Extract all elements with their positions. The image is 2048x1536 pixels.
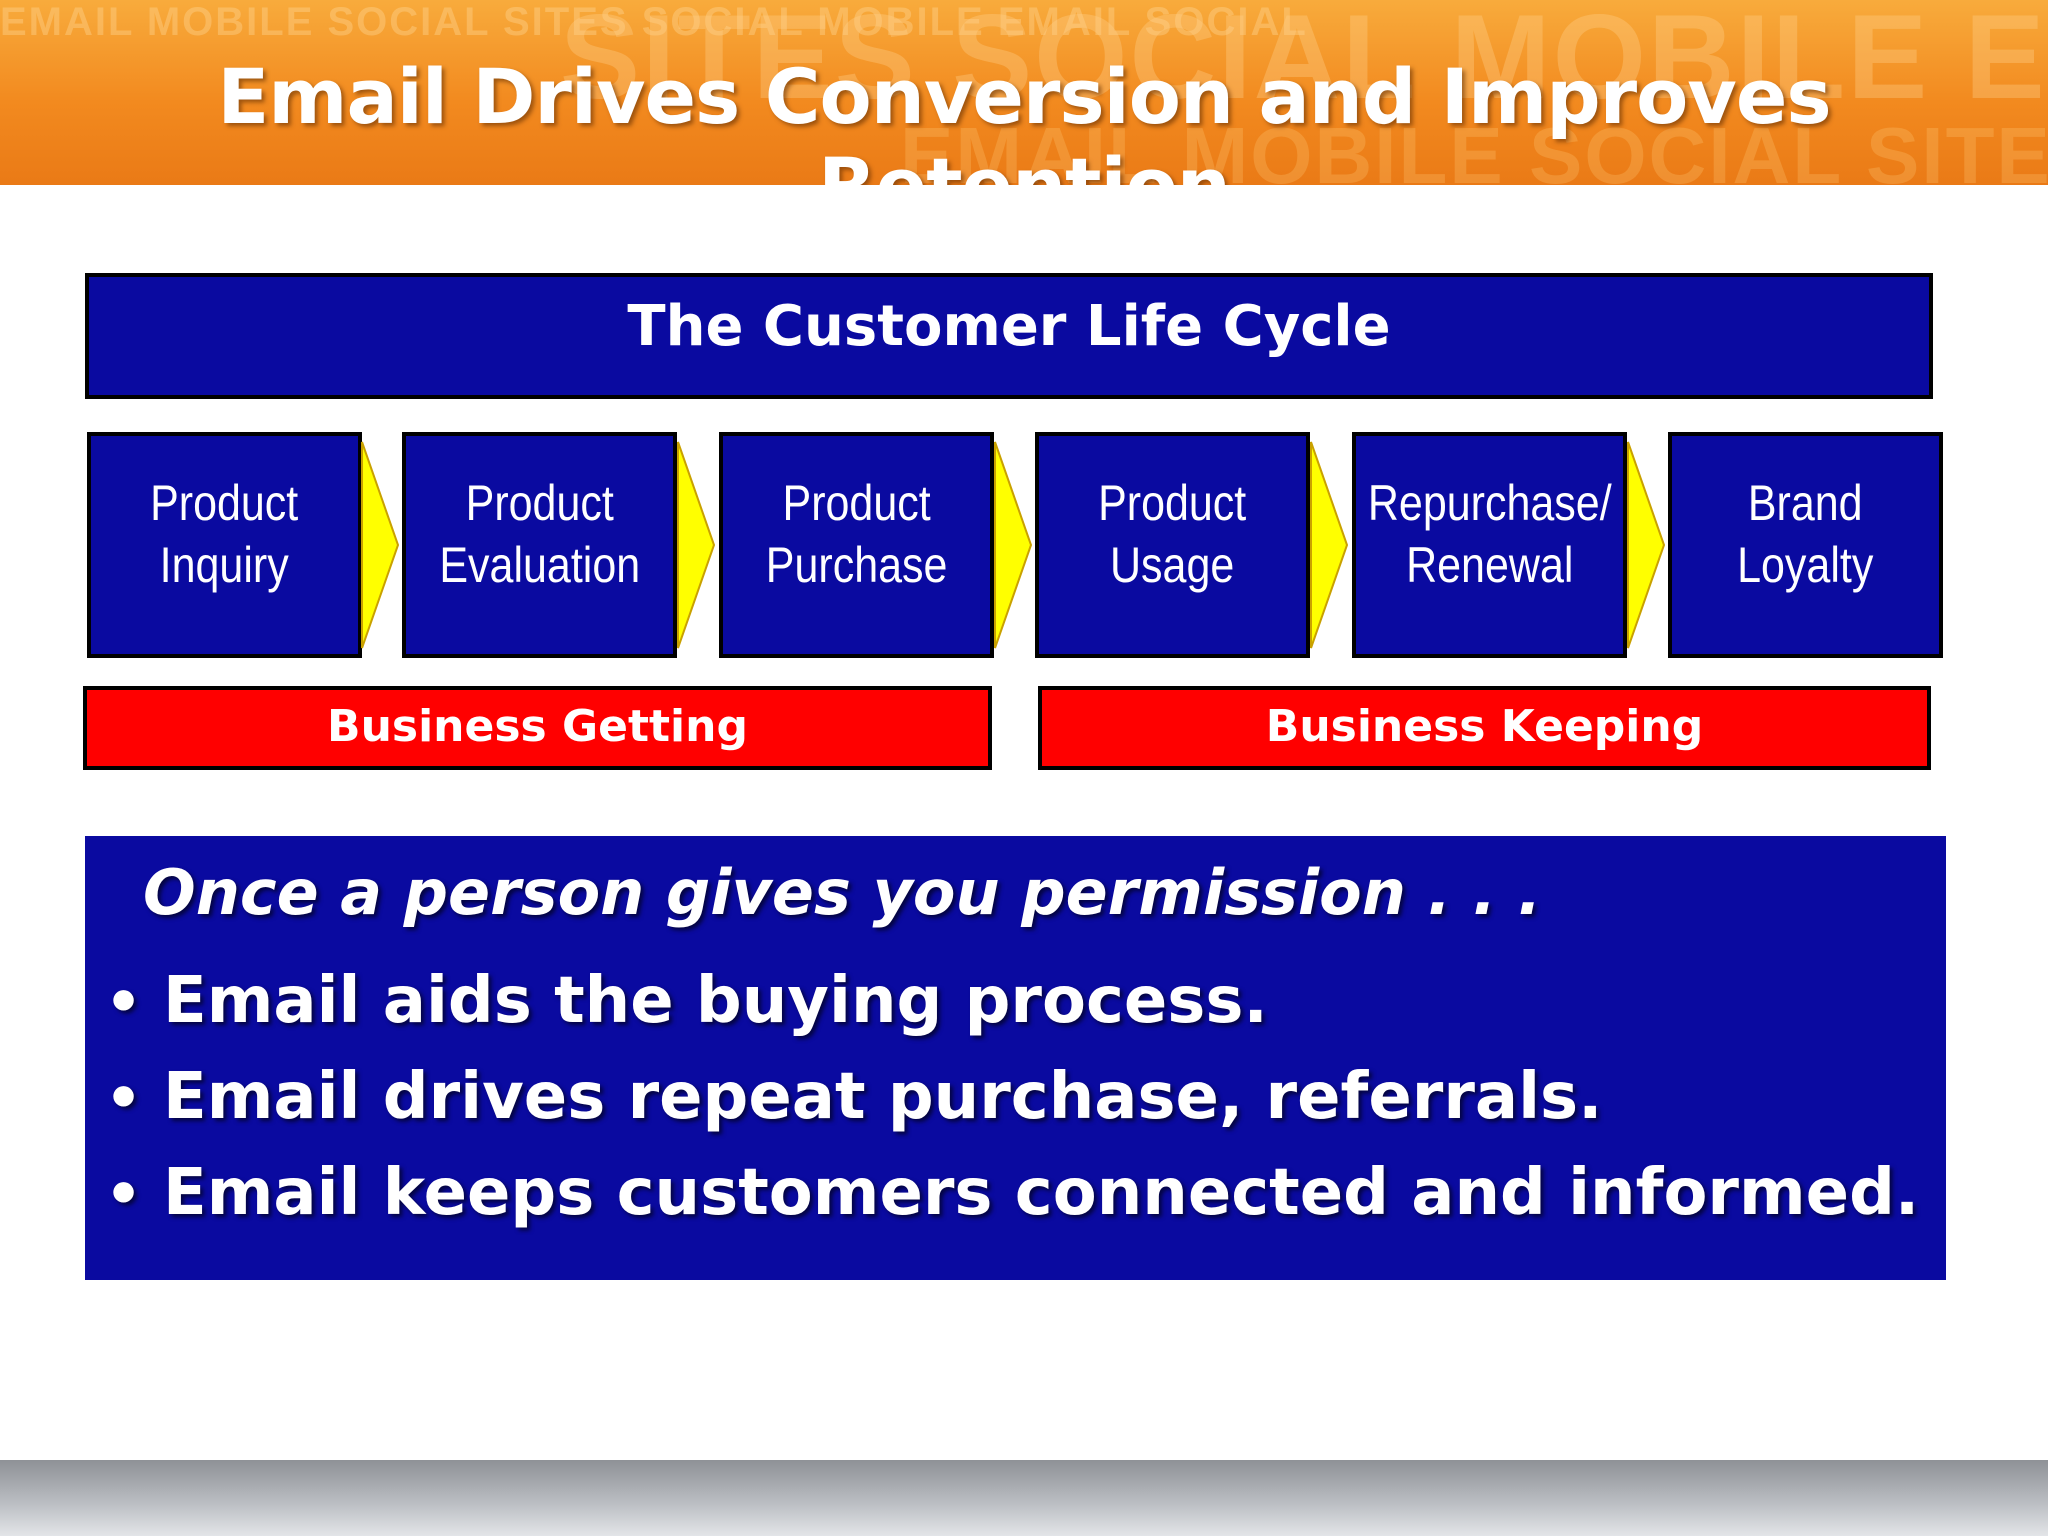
footer-bar (0, 1460, 2048, 1536)
stage-product-usage: Product Usage (1035, 432, 1310, 658)
list-item: • Email drives repeat purchase, referral… (105, 1060, 1919, 1156)
life-cycle-heading: The Customer Life Cycle (85, 273, 1933, 399)
banner-watermark: EMAIL MOBILE SOCIAL SITES EMAIL (900, 111, 2048, 185)
bullet-text: Email drives repeat purchase, referrals. (163, 1060, 1603, 1134)
banner-watermark: EMAIL MOBILE SOCIAL SITES SOCIAL MOBILE … (0, 0, 1308, 44)
stage-brand-loyalty: Brand Loyalty (1668, 432, 1943, 658)
slide-title: Email Drives Conversion and Improves Ret… (217, 52, 1831, 185)
stage-product-inquiry: Product Inquiry (87, 432, 362, 658)
bullet-icon: • (105, 1064, 143, 1132)
permission-lead-text: Once a person gives you permission . . . (143, 856, 1542, 929)
stage-label: Product Usage (1098, 475, 1247, 593)
stage-label: Product Purchase (765, 475, 948, 593)
stage-label: Product Evaluation (439, 475, 640, 593)
stage-repurchase-renewal: Repurchase/ Renewal (1352, 432, 1627, 658)
flow-arrow-icon (994, 441, 1033, 649)
stage-label: Product Inquiry (150, 475, 299, 593)
list-item: • Email aids the buying process. (105, 964, 1919, 1060)
list-item: • Email keeps customers connected and in… (105, 1156, 1919, 1252)
bullet-icon: • (105, 968, 143, 1036)
flow-arrow-icon (1310, 441, 1349, 649)
business-getting-bar: Business Getting (83, 686, 992, 770)
stage-label: Brand Loyalty (1737, 475, 1874, 593)
bullet-text: Email keeps customers connected and info… (163, 1156, 1920, 1230)
stage-product-evaluation: Product Evaluation (402, 432, 677, 658)
flow-arrow-icon (361, 441, 400, 649)
benefit-list: • Email aids the buying process. • Email… (105, 964, 1919, 1252)
banner-watermark: SITES SOCIAL MOBILE EMAIL SOCIAL (560, 0, 2048, 124)
title-banner: EMAIL MOBILE SOCIAL SITES SOCIAL MOBILE … (0, 0, 2048, 185)
business-keeping-bar: Business Keeping (1038, 686, 1931, 770)
bullet-icon: • (105, 1160, 143, 1228)
stage-label: Repurchase/ Renewal (1367, 475, 1612, 593)
flow-arrow-icon (677, 441, 716, 649)
stage-product-purchase: Product Purchase (719, 432, 994, 658)
bullet-text: Email aids the buying process. (163, 964, 1268, 1038)
permission-box: Once a person gives you permission . . .… (85, 836, 1946, 1280)
flow-arrow-icon (1627, 441, 1666, 649)
